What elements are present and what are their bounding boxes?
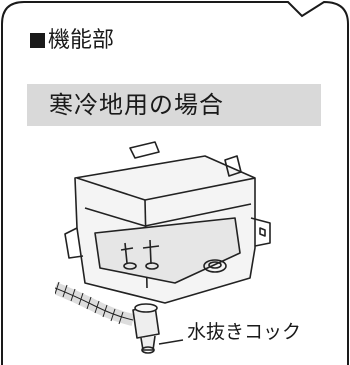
case-label: 寒冷地用の場合: [49, 91, 224, 119]
case-banner: 寒冷地用の場合: [27, 84, 321, 126]
section-title: 機能部: [30, 26, 114, 56]
drain-cock-label: 水抜きコック: [187, 321, 302, 343]
functional-unit-illustration: [55, 141, 271, 354]
title-square-bullet: [30, 33, 45, 48]
section-title-text: 機能部: [48, 28, 115, 53]
